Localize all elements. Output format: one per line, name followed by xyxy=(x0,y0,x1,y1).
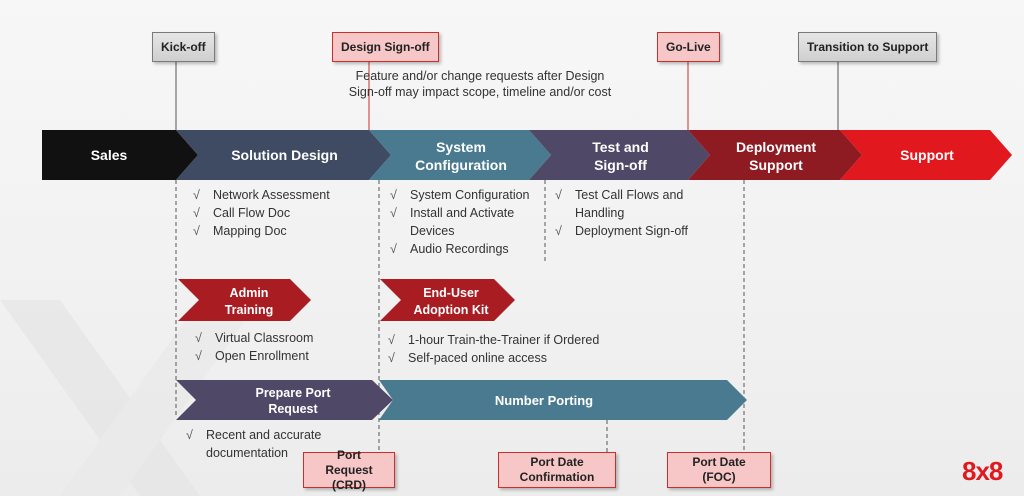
phase-support: Support xyxy=(840,130,1012,180)
svg-text:Number Porting: Number Porting xyxy=(495,393,593,408)
list-item: √Call Flow Doc xyxy=(193,206,291,220)
list-item: √Test Call Flows and Handling xyxy=(555,188,684,220)
system-config-list: √System Configuration √Install and Activ… xyxy=(390,186,550,258)
svg-text:Adoption Kit: Adoption Kit xyxy=(414,303,490,317)
phase-support-shape xyxy=(840,130,1012,180)
list-item: √Recent and accurate documentation xyxy=(186,428,322,460)
list-item: √1-hour Train-the-Trainer if Ordered xyxy=(388,333,600,347)
svg-text:Prepare Port: Prepare Port xyxy=(255,386,331,400)
list-item: √Audio Recordings xyxy=(390,242,509,256)
svg-text:Request: Request xyxy=(268,402,318,416)
phase-solution-design-shape xyxy=(176,130,391,180)
list-item: √Self-paced online access xyxy=(388,351,547,365)
port-date-foc-milestone: Port Date (FOC) xyxy=(667,452,771,488)
phase-system-configuration-shape xyxy=(369,130,551,180)
admin-training-list: √Virtual Classroom √Open Enrollment xyxy=(195,329,365,365)
background-watermark xyxy=(0,300,260,496)
phase-deployment-support-label: Deployment xyxy=(736,139,816,155)
phase-sales-shape xyxy=(42,130,198,180)
phase-sales-label: Sales xyxy=(91,147,128,163)
enduser-kit-list: √1-hour Train-the-Trainer if Ordered √Se… xyxy=(388,331,648,367)
list-item: √System Configuration xyxy=(390,188,530,202)
solution-design-list: √Network Assessment √Call Flow Doc √Mapp… xyxy=(193,186,363,240)
design-signoff-milestone: Design Sign-off xyxy=(332,32,439,62)
prepare-port-list: √Recent and accurate documentation xyxy=(186,426,346,462)
admin-training-chevron: Admin Training xyxy=(178,279,311,321)
list-item: √Deployment Sign-off xyxy=(555,224,689,238)
list-item: √Network Assessment xyxy=(193,188,330,202)
kickoff-milestone: Kick-off xyxy=(152,32,215,62)
phase-test-signoff-label: Sign-off xyxy=(594,157,647,173)
svg-text:Admin: Admin xyxy=(230,286,269,300)
phase-deployment-support-label: Support xyxy=(749,157,803,173)
transition-milestone: Transition to Support xyxy=(798,32,938,62)
svg-text:Training: Training xyxy=(225,303,274,317)
phase-system-configuration-label: Configuration xyxy=(415,157,507,173)
list-item: √Install and Activate Devices xyxy=(390,206,515,238)
prepare-port-chevron: Prepare Port Request xyxy=(176,380,393,420)
port-date-confirmation-milestone: Port Date Confirmation xyxy=(498,452,616,488)
phase-test-signoff-shape xyxy=(529,130,710,180)
list-item: √Virtual Classroom xyxy=(195,331,314,345)
test-signoff-list: √Test Call Flows and Handling √Deploymen… xyxy=(555,186,705,240)
phase-test-signoff-label: Test and xyxy=(592,139,649,155)
phase-deployment-support-shape xyxy=(688,130,862,180)
phase-solution-design: Solution Design xyxy=(176,130,391,180)
go-live-milestone: Go-Live xyxy=(657,32,720,62)
milestone-lines xyxy=(175,62,839,130)
change-request-note: Feature and/or change requests after Des… xyxy=(348,69,612,99)
phase-support-label: Support xyxy=(900,147,954,163)
phase-sales: Sales xyxy=(42,130,198,180)
phase-system-configuration-label: System xyxy=(436,139,486,155)
list-item: √Mapping Doc xyxy=(193,224,287,238)
number-porting-chevron: Number Porting xyxy=(379,380,747,420)
enduser-kit-chevron: End-User Adoption Kit xyxy=(380,279,515,321)
8x8-logo: 8x8 xyxy=(962,456,1003,486)
phase-solution-design-label: Solution Design xyxy=(231,147,338,163)
list-item: √Open Enrollment xyxy=(195,349,309,363)
port-request-milestone: Port Request (CRD) xyxy=(303,448,395,492)
svg-text:End-User: End-User xyxy=(423,286,479,300)
